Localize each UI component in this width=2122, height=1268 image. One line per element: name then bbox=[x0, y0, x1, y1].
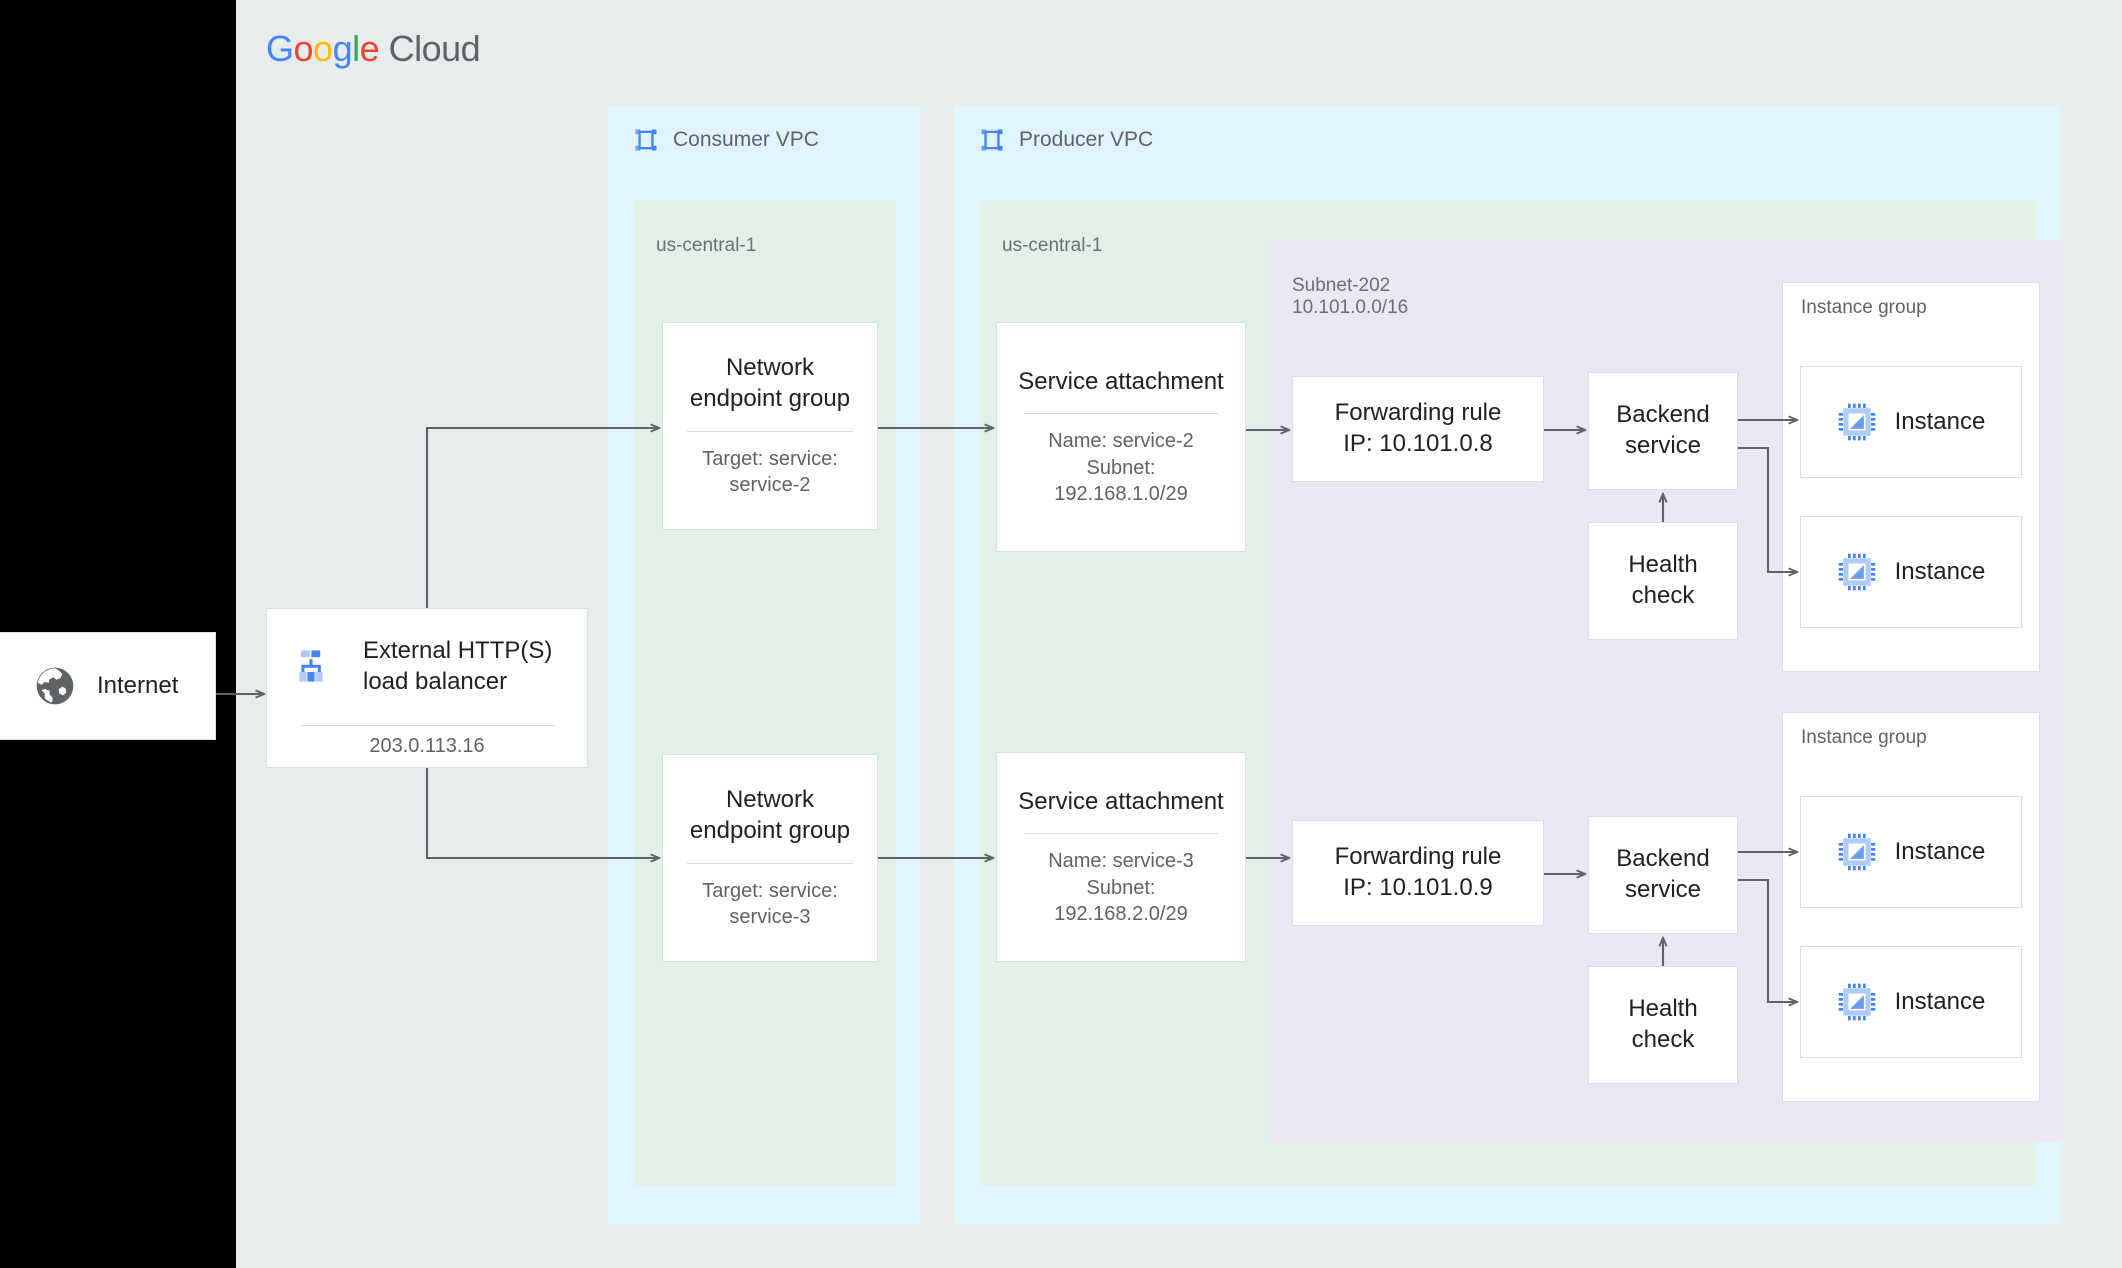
load-balancer-box[interactable]: External HTTP(S) load balancer 203.0.113… bbox=[266, 608, 588, 768]
health-check-2[interactable]: Health check bbox=[1588, 966, 1738, 1084]
instance-1-1-label: Instance bbox=[1894, 408, 1986, 435]
logo-letter-g2: g bbox=[332, 28, 353, 69]
health-check-1-title: Health check bbox=[1628, 551, 1698, 609]
instance-2-2[interactable]: Instance bbox=[1800, 946, 2022, 1058]
health-check-1[interactable]: Health check bbox=[1588, 522, 1738, 640]
backend-service-2[interactable]: Backend service bbox=[1588, 816, 1738, 934]
neg-2-title: Network endpoint group bbox=[689, 786, 851, 845]
instance-1-2-label: Instance bbox=[1894, 558, 1986, 585]
service-attachment-1-divider bbox=[1024, 413, 1218, 415]
producer-vpc-header: Producer VPC bbox=[978, 126, 1153, 154]
compute-instance-icon bbox=[1838, 553, 1875, 591]
logo-word-cloud: Cloud bbox=[379, 28, 481, 69]
logo-letter-l: l bbox=[352, 28, 360, 69]
neg-1-title: Network endpoint group bbox=[689, 354, 851, 413]
neg-2-divider bbox=[686, 862, 854, 864]
logo-letter-o2: o bbox=[313, 28, 333, 69]
network-endpoint-group-1[interactable]: Network endpoint group Target: service: … bbox=[662, 322, 878, 530]
service-attachment-2-subtitle: Name: service-3 Subnet: 192.168.2.0/29 bbox=[1048, 850, 1194, 926]
internet-label: Internet bbox=[97, 672, 179, 700]
compute-instance-icon bbox=[1838, 833, 1875, 871]
service-attachment-2-divider bbox=[1024, 833, 1218, 835]
load-balancer-icon bbox=[299, 650, 323, 682]
consumer-region-label: us-central-1 bbox=[656, 235, 757, 256]
backend-service-2-title: Backend service bbox=[1616, 845, 1710, 903]
logo-letter-g: G bbox=[266, 28, 294, 69]
health-check-2-title: Health check bbox=[1628, 995, 1698, 1053]
instance-1-2[interactable]: Instance bbox=[1800, 516, 2022, 628]
load-balancer-divider bbox=[301, 725, 555, 726]
backend-service-1[interactable]: Backend service bbox=[1588, 372, 1738, 490]
backend-service-1-title: Backend service bbox=[1616, 401, 1710, 459]
consumer-vpc-label: Consumer VPC bbox=[673, 128, 819, 151]
instance-group-2-label: Instance group bbox=[1801, 727, 1927, 748]
forwarding-rule-1-title: Forwarding rule IP: 10.101.0.8 bbox=[1334, 399, 1502, 457]
instance-2-1[interactable]: Instance bbox=[1800, 796, 2022, 908]
service-attachment-1[interactable]: Service attachment Name: service-2 Subne… bbox=[996, 322, 1246, 552]
load-balancer-ip: 203.0.113.16 bbox=[369, 735, 485, 757]
forwarding-rule-2-title: Forwarding rule IP: 10.101.0.9 bbox=[1334, 843, 1502, 901]
compute-instance-icon bbox=[1838, 983, 1875, 1021]
forwarding-rule-2[interactable]: Forwarding rule IP: 10.101.0.9 bbox=[1292, 820, 1544, 926]
service-attachment-1-subtitle: Name: service-2 Subnet: 192.168.1.0/29 bbox=[1048, 430, 1194, 506]
service-attachment-1-title: Service attachment bbox=[1018, 367, 1224, 395]
instance-group-1-label: Instance group bbox=[1801, 297, 1927, 318]
vpc-icon bbox=[981, 129, 1003, 151]
internet-box[interactable]: Internet bbox=[0, 632, 216, 740]
producer-region-label: us-central-1 bbox=[1002, 235, 1103, 256]
logo-letter-e: e bbox=[359, 28, 380, 69]
forwarding-rule-1[interactable]: Forwarding rule IP: 10.101.0.8 bbox=[1292, 376, 1544, 482]
internet-content: Internet bbox=[33, 664, 178, 708]
instance-2-2-label: Instance bbox=[1894, 988, 1986, 1015]
neg-2-subtitle: Target: service: service-3 bbox=[702, 879, 838, 929]
producer-vpc-label: Producer VPC bbox=[1019, 128, 1154, 151]
network-endpoint-group-2[interactable]: Network endpoint group Target: service: … bbox=[662, 754, 878, 962]
subnet-cidr-label: 10.101.0.0/16 bbox=[1292, 297, 1409, 318]
load-balancer-content: External HTTP(S) load balancer bbox=[295, 635, 552, 697]
instance-2-1-label: Instance bbox=[1894, 838, 1986, 865]
instance-1-1[interactable]: Instance bbox=[1800, 366, 2022, 478]
google-cloud-logo: Google Cloud bbox=[266, 28, 481, 70]
load-balancer-title: External HTTP(S) load balancer bbox=[363, 637, 553, 696]
subnet-name-label: Subnet-202 bbox=[1292, 275, 1391, 296]
compute-instance-icon bbox=[1838, 403, 1875, 441]
consumer-vpc-header: Consumer VPC bbox=[632, 126, 819, 154]
vpc-icon bbox=[635, 129, 657, 151]
globe-icon bbox=[36, 667, 74, 705]
neg-1-divider bbox=[686, 430, 854, 432]
service-attachment-2-title: Service attachment bbox=[1018, 787, 1224, 815]
service-attachment-2[interactable]: Service attachment Name: service-3 Subne… bbox=[996, 752, 1246, 962]
neg-1-subtitle: Target: service: service-2 bbox=[702, 447, 838, 497]
logo-letter-o1: o bbox=[293, 28, 314, 69]
